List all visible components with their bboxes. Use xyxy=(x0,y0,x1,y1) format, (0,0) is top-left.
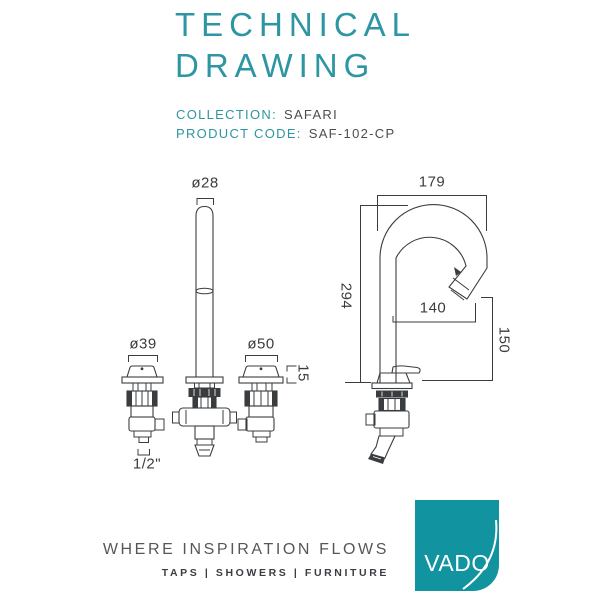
valve-right xyxy=(237,355,284,443)
footer-tagline: WHERE INSPIRATION FLOWS xyxy=(102,541,389,558)
collection-label: COLLECTION: xyxy=(176,107,277,122)
page-title-line1: TECHNICAL xyxy=(175,6,417,43)
product-code-label: PRODUCT CODE: xyxy=(176,126,302,141)
page-title-line2: DRAWING xyxy=(175,47,376,84)
footer-categories: TAPS | SHOWERS | FURNITURE xyxy=(161,567,389,579)
dim-right-valve-diameter: ø50 xyxy=(247,335,275,353)
dim-15-brackets xyxy=(286,365,297,384)
collection-line: COLLECTION: SAFARI xyxy=(176,107,338,122)
vado-logo: VADO xyxy=(415,500,499,591)
product-code-value: SAF-102-CP xyxy=(308,126,396,141)
vado-logo-swoosh xyxy=(462,519,498,590)
dim-spout-reach: 140 xyxy=(419,299,447,317)
product-code-line: PRODUCT CODE: SAF-102-CP xyxy=(176,126,395,141)
dim-connection-size: 1/2" xyxy=(132,455,162,473)
dim-overall-height: 294 xyxy=(337,282,355,310)
dim-deck-thickness: 15 xyxy=(294,364,312,382)
collection-value: SAFARI xyxy=(283,107,339,122)
spout-front-view xyxy=(172,198,237,457)
technical-line-drawing xyxy=(121,195,493,464)
vado-logo-text: VADO xyxy=(424,550,490,576)
valve-left xyxy=(121,355,165,456)
dim-spout-width: 179 xyxy=(418,173,446,191)
dim-left-valve-diameter: ø39 xyxy=(129,335,157,353)
spout-side-view xyxy=(345,195,493,464)
dim-spout-diameter: ø28 xyxy=(191,174,219,192)
dim-spout-clearance: 150 xyxy=(495,326,513,354)
